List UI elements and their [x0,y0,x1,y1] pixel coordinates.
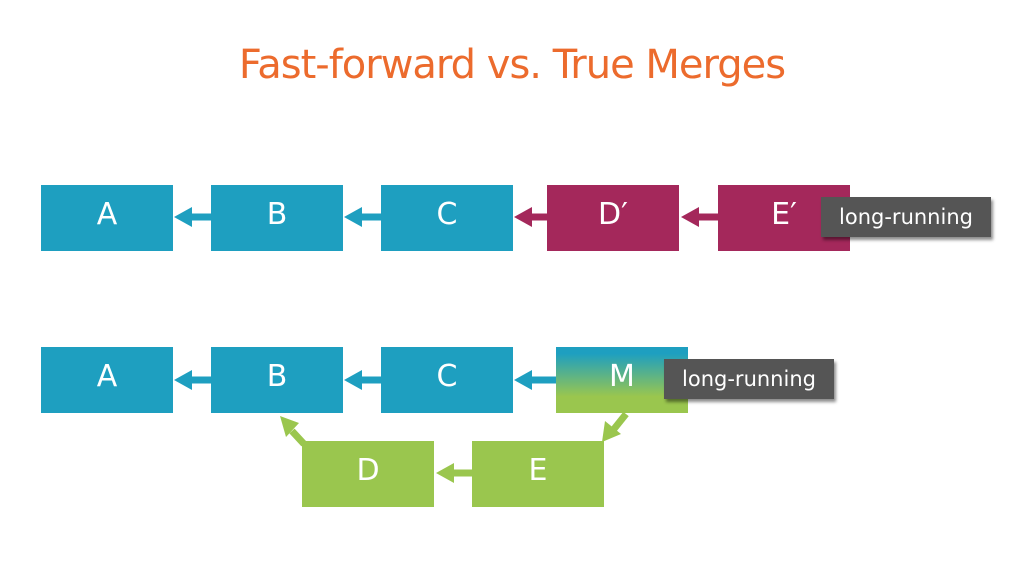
commit-a-ff: A [41,185,173,251]
branch-label-long-running-ff: long-running [821,197,991,237]
arrowhead-e-to-d [681,207,699,227]
arrowhead-d2-to-b2 [280,416,299,437]
commit-e-feature: E [472,441,604,507]
arrowhead-b-to-a [174,207,192,227]
commit-b-merge: B [211,347,343,413]
commit-d-feature: D [302,441,434,507]
merge-commit-m: M [556,347,688,413]
branch-label-long-running-merge: long-running [664,359,834,399]
arrowhead-b2-to-a2 [174,370,192,390]
arrowhead-c-to-b [344,207,362,227]
arrow-m-to-e [611,411,629,432]
arrowhead-m-to-c2 [514,370,532,390]
arrowhead-e-to-d2 [436,463,454,483]
commit-e-prime: E′ [718,185,850,251]
arrowhead-c2-to-b2 [344,370,362,390]
commit-b-ff: B [211,185,343,251]
commit-c-ff: C [381,185,513,251]
commit-a-merge: A [41,347,173,413]
arrowhead-d-to-c [514,207,532,227]
commit-d-prime: D′ [547,185,679,251]
slide-title: Fast-forward vs. True Merges [238,42,786,88]
arrowhead-m-to-e [602,421,621,442]
commit-c-merge: C [381,347,513,413]
